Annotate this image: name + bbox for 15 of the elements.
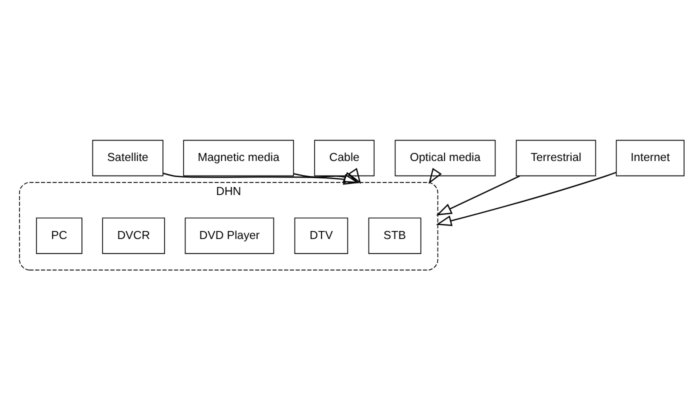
arrow xyxy=(162,172,360,184)
node-box: Internet xyxy=(616,139,684,176)
node-box: DTV xyxy=(294,217,348,254)
arrow xyxy=(428,167,442,184)
node-box: DVD Player xyxy=(184,217,274,254)
arrow xyxy=(436,174,520,215)
arrow xyxy=(436,171,616,226)
node-box: STB xyxy=(368,217,422,254)
node-box: Satellite xyxy=(92,139,164,176)
node-box: PC xyxy=(36,217,82,254)
arrow xyxy=(348,167,362,184)
node-box: DVCR xyxy=(102,217,165,254)
node-box: Magnetic media xyxy=(183,139,294,176)
node-box: Terrestrial xyxy=(516,139,596,176)
arrow xyxy=(294,171,360,183)
